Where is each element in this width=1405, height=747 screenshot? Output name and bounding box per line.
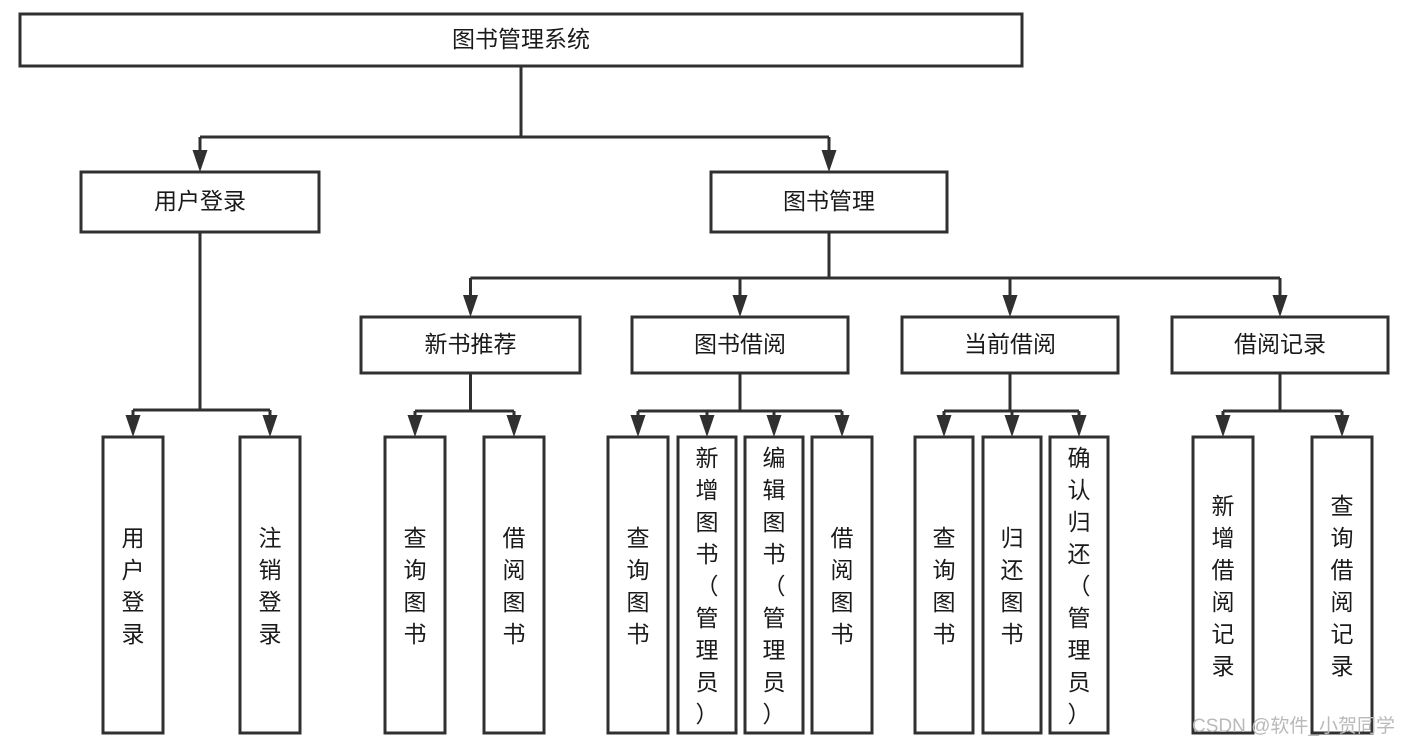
arrow-head-icon: [1215, 415, 1231, 437]
node-leaf-query-book-2[interactable]: 查询图书: [606, 435, 670, 735]
node-root[interactable]: 图书管理系统: [18, 12, 1024, 68]
node-box[interactable]: [676, 435, 738, 735]
arrow-head-icon: [1004, 415, 1020, 437]
arrow-head-icon: [834, 415, 850, 437]
node-label: 用户登录: [122, 525, 145, 647]
node-label: 编辑图书（管理员）: [763, 445, 786, 727]
node-box[interactable]: [101, 435, 165, 735]
arrow-head-icon: [630, 415, 646, 437]
arrow-head-icon: [1272, 295, 1288, 317]
node-current-borrow[interactable]: 当前借阅: [900, 315, 1120, 375]
arrow-head-icon: [699, 415, 715, 437]
node-label: 确认归还（管理员）: [1068, 445, 1091, 727]
arrow-head-icon: [1071, 415, 1087, 437]
node-leaf-user-login[interactable]: 用户登录: [101, 435, 165, 735]
node-leaf-return-book[interactable]: 归还图书: [981, 435, 1043, 735]
node-label: 查询图书: [933, 525, 956, 647]
node-leaf-logout[interactable]: 注销登录: [238, 435, 302, 735]
connector-group-current-borrow: [936, 373, 1087, 437]
node-label: 注销登录: [259, 525, 282, 647]
node-borrow-record[interactable]: 借阅记录: [1170, 315, 1390, 375]
node-leaf-query-book-1[interactable]: 查询图书: [383, 435, 447, 735]
connector-group-user-login: [125, 232, 278, 437]
node-leaf-borrow-book-1[interactable]: 借阅图书: [482, 435, 546, 735]
arrow-head-icon: [1002, 295, 1018, 317]
node-label: 图书管理: [783, 188, 875, 214]
connector-group-new-book-rec: [407, 373, 522, 437]
node-label: 查询图书: [627, 525, 650, 647]
node-label: 用户登录: [154, 188, 246, 214]
node-label: 查询借阅记录: [1331, 493, 1354, 679]
node-label: 新增借阅记录: [1212, 493, 1235, 679]
arrow-head-icon: [262, 415, 278, 437]
arrow-head-icon: [463, 295, 478, 317]
node-box[interactable]: [238, 435, 302, 735]
node-label: 图书管理系统: [452, 26, 590, 52]
csdn-watermark: CSDN @软件_小贺同学: [1192, 715, 1395, 737]
node-leaf-confirm-return[interactable]: 确认归还（管理员）: [1048, 435, 1110, 735]
node-leaf-add-record[interactable]: 新增借阅记录: [1191, 435, 1255, 735]
arrow-head-icon: [192, 150, 208, 172]
node-book-borrow[interactable]: 图书借阅: [630, 315, 850, 375]
node-leaf-query-book-3[interactable]: 查询图书: [913, 435, 975, 735]
node-box[interactable]: [18, 12, 1024, 68]
arrow-head-icon: [821, 150, 837, 172]
arrow-head-icon: [732, 295, 748, 317]
connector-layer: [125, 66, 1350, 437]
connector-group-book-manage: [463, 232, 1288, 317]
node-box[interactable]: [359, 315, 582, 375]
node-box[interactable]: [1048, 435, 1110, 735]
node-box[interactable]: [482, 435, 546, 735]
node-box[interactable]: [900, 315, 1120, 375]
node-leaf-query-record[interactable]: 查询借阅记录: [1310, 435, 1374, 735]
arrow-head-icon: [936, 415, 952, 437]
node-box[interactable]: [913, 435, 975, 735]
connector-group-root: [192, 66, 837, 172]
node-box[interactable]: [981, 435, 1043, 735]
node-label: 新书推荐: [425, 331, 517, 357]
node-box[interactable]: [1170, 315, 1390, 375]
node-label: 当前借阅: [964, 331, 1056, 357]
node-box[interactable]: [1191, 435, 1255, 735]
node-leaf-borrow-book-2[interactable]: 借阅图书: [810, 435, 874, 735]
node-box[interactable]: [709, 170, 949, 234]
connector-group-borrow-record: [1215, 373, 1350, 437]
node-leaf-add-book[interactable]: 新增图书（管理员）: [676, 435, 738, 735]
node-box[interactable]: [743, 435, 805, 735]
connector-group-book-borrow: [630, 373, 850, 437]
node-label: 借阅图书: [831, 525, 854, 647]
node-user-login[interactable]: 用户登录: [79, 170, 321, 234]
node-box[interactable]: [383, 435, 447, 735]
node-book-manage[interactable]: 图书管理: [709, 170, 949, 234]
node-label: 借阅记录: [1234, 331, 1326, 357]
arrow-head-icon: [125, 415, 141, 437]
node-label: 图书借阅: [694, 331, 786, 357]
node-leaf-edit-book[interactable]: 编辑图书（管理员）: [743, 435, 805, 735]
node-label: 借阅图书: [503, 525, 526, 647]
node-box[interactable]: [79, 170, 321, 234]
arrow-head-icon: [506, 415, 522, 437]
node-layer: 图书管理系统用户登录图书管理新书推荐图书借阅当前借阅借阅记录用户登录注销登录查询…: [18, 12, 1390, 735]
node-box[interactable]: [606, 435, 670, 735]
node-label: 查询图书: [404, 525, 427, 647]
node-box[interactable]: [1310, 435, 1374, 735]
arrow-head-icon: [766, 415, 782, 437]
node-box[interactable]: [810, 435, 874, 735]
arrow-head-icon: [1334, 415, 1350, 437]
node-label: 新增图书（管理员）: [696, 445, 719, 727]
node-new-book-rec[interactable]: 新书推荐: [359, 315, 582, 375]
node-label: 归还图书: [1001, 525, 1024, 647]
arrow-head-icon: [407, 415, 423, 437]
node-box[interactable]: [630, 315, 850, 375]
